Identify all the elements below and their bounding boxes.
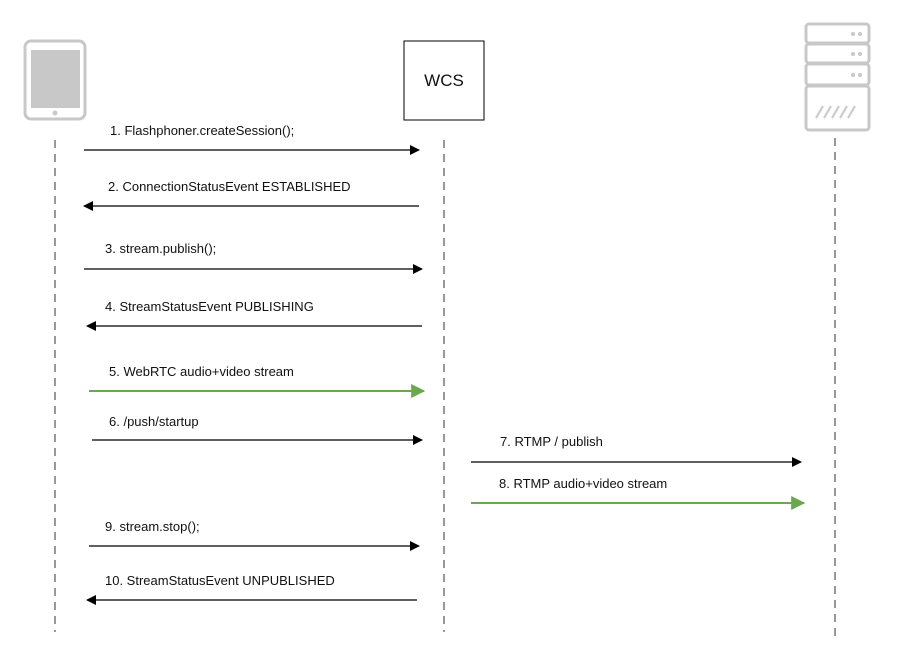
- message-label: 7. RTMP / publish: [500, 434, 603, 449]
- message-label: 4. StreamStatusEvent PUBLISHING: [105, 299, 314, 314]
- wcs-participant: WCS: [403, 40, 485, 121]
- message-label: 5. WebRTC audio+video stream: [109, 364, 294, 379]
- message-9: 9. stream.stop();: [89, 519, 420, 551]
- message-3: 3. stream.publish();: [84, 241, 423, 274]
- message-label: 8. RTMP audio+video stream: [499, 476, 667, 491]
- message-label: 10. StreamStatusEvent UNPUBLISHED: [105, 573, 335, 588]
- message-2: 2. ConnectionStatusEvent ESTABLISHED: [83, 179, 419, 211]
- message-7: 7. RTMP / publish: [471, 434, 802, 467]
- server-icon: [804, 22, 871, 132]
- message-label: 6. /push/startup: [109, 414, 199, 429]
- message-label: 3. stream.publish();: [105, 241, 216, 256]
- message-label: 1. Flashphoner.createSession();: [110, 123, 294, 138]
- message-5: 5. WebRTC audio+video stream: [89, 364, 426, 398]
- message-8: 8. RTMP audio+video stream: [471, 476, 806, 510]
- message-label: 2. ConnectionStatusEvent ESTABLISHED: [108, 179, 351, 194]
- tablet-icon: [23, 39, 87, 121]
- wcs-label: WCS: [424, 71, 464, 90]
- message-6: 6. /push/startup: [92, 414, 423, 445]
- message-10: 10. StreamStatusEvent UNPUBLISHED: [86, 573, 417, 605]
- message-1: 1. Flashphoner.createSession();: [84, 123, 420, 155]
- message-4: 4. StreamStatusEvent PUBLISHING: [86, 299, 422, 331]
- message-label: 9. stream.stop();: [105, 519, 200, 534]
